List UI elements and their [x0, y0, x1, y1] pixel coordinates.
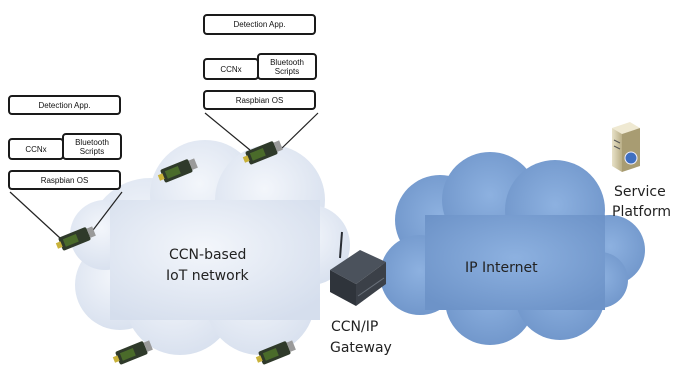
ip-cloud: [380, 152, 645, 345]
router-icon: [330, 231, 386, 306]
left-stack-detection-app: Detection App.: [8, 95, 121, 115]
top-stack-raspbian-os: Raspbian OS: [203, 90, 316, 110]
server-icon: [612, 122, 640, 172]
left-stack-bluetooth-scripts: Bluetooth Scripts: [62, 133, 122, 160]
left-stack-line-left: [9, 191, 61, 239]
top-stack-line-left: [204, 112, 251, 151]
top-stack-line-right: [279, 112, 319, 151]
sensor-device-middle-left: [157, 158, 198, 183]
top-stack-ccnx: CCNx: [203, 58, 259, 80]
ccn-cloud-label-line2: IoT network: [166, 268, 249, 284]
gateway-label-line1: CCN/IP: [331, 319, 379, 335]
sensor-device-bottom-right: [255, 340, 296, 365]
top-stack-detection-app: Detection App.: [203, 14, 316, 35]
left-stack-raspbian-os: Raspbian OS: [8, 170, 121, 190]
sensor-device-bottom-left: [112, 340, 153, 365]
service-platform-label-line2: Platform: [612, 204, 672, 220]
left-stack-ccnx: CCNx: [8, 138, 64, 160]
ip-cloud-label: IP Internet: [465, 260, 538, 276]
sensor-device-left: [55, 226, 96, 251]
top-stack-bluetooth-scripts: Bluetooth Scripts: [257, 53, 317, 80]
service-platform-label-line1: Service: [614, 184, 666, 200]
sensor-device-top: [242, 140, 283, 165]
ccn-cloud-label-line1: CCN-based: [169, 247, 247, 263]
gateway-label-line2: Gateway: [330, 340, 392, 356]
